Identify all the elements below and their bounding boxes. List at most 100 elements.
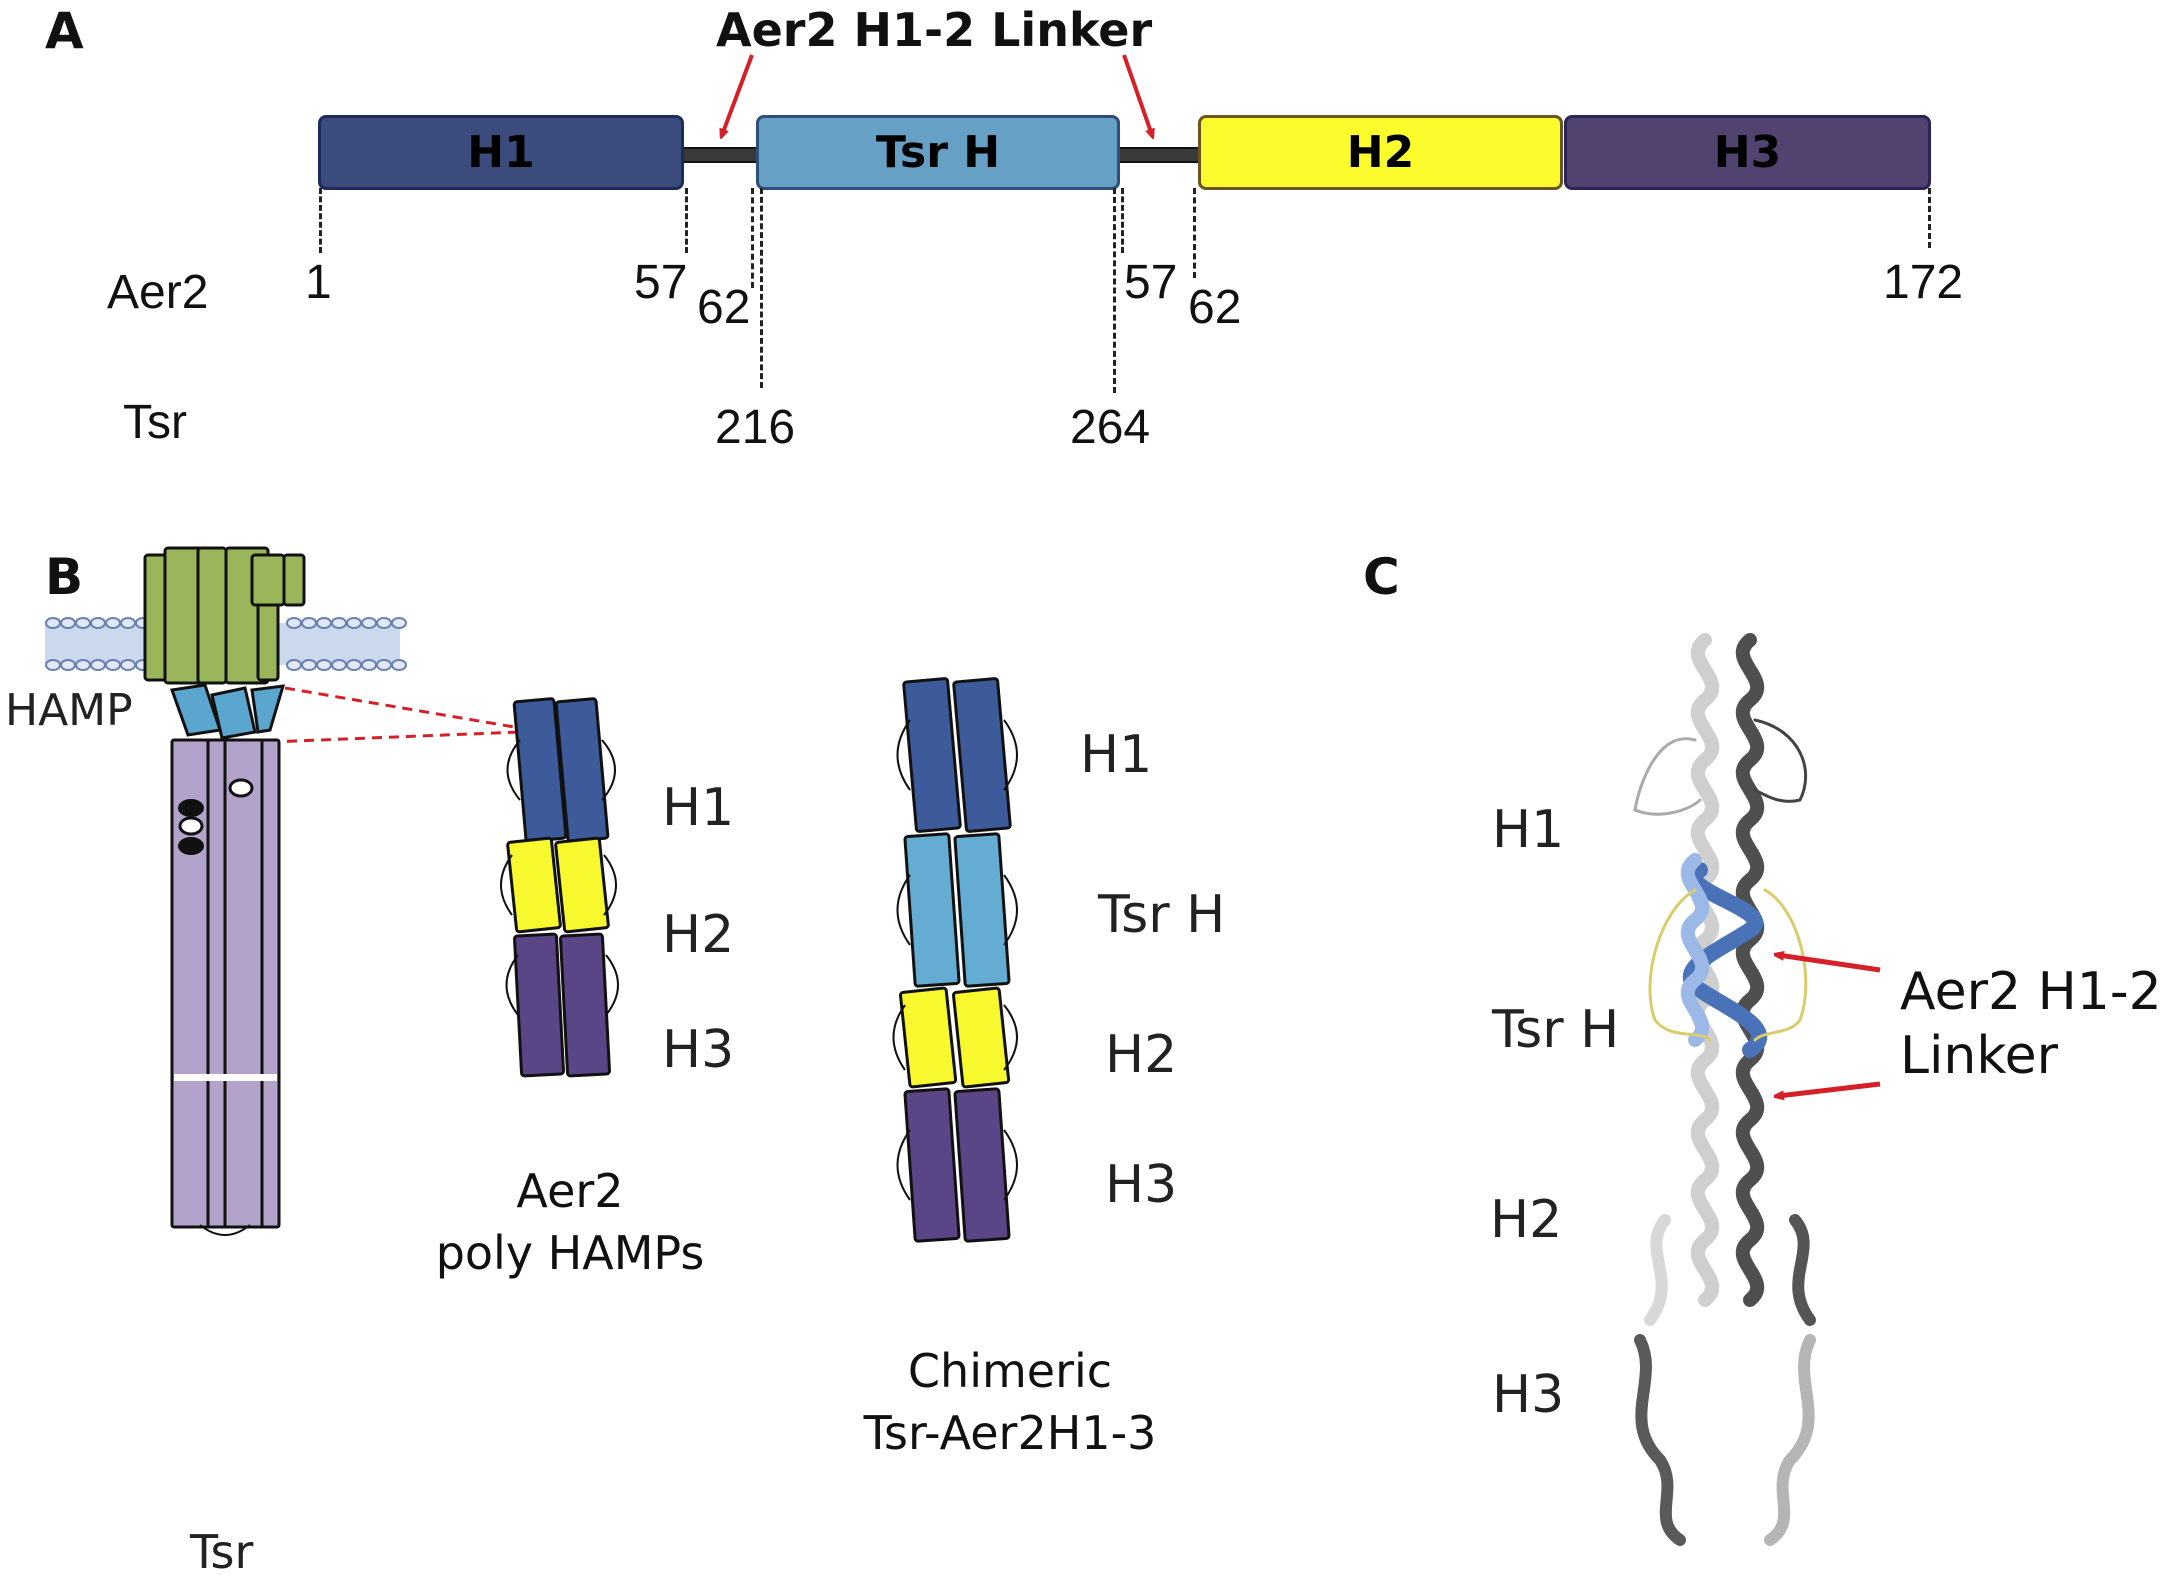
helix-dark bbox=[1735, 633, 1765, 1307]
domain-tsr-h: Tsr H bbox=[756, 115, 1120, 190]
lipid-head bbox=[60, 659, 76, 671]
aer2-position: 57 bbox=[1124, 256, 1178, 309]
tip-loop bbox=[199, 1224, 251, 1236]
methylation-site-filled bbox=[178, 799, 204, 817]
row-label-aer2: Aer2 bbox=[107, 266, 209, 319]
aer2-h3-helices bbox=[513, 932, 611, 1078]
aer2-label-h1: H1 bbox=[662, 778, 735, 838]
lipid-head bbox=[105, 659, 121, 671]
guide-line bbox=[1928, 188, 1931, 248]
tsr-position: 264 bbox=[1070, 401, 1151, 454]
lipid-head bbox=[316, 617, 332, 629]
aer2-label-h3: H3 bbox=[662, 1020, 735, 1080]
linker-arrow-top bbox=[1778, 955, 1881, 973]
linker-segment-2 bbox=[1118, 147, 1200, 163]
domain-h3-label: H3 bbox=[1713, 127, 1782, 178]
tm-helices bbox=[143, 546, 306, 685]
chimera-label-h2: H2 bbox=[1105, 1025, 1178, 1085]
guide-line bbox=[1113, 188, 1116, 393]
domain-h1-label: H1 bbox=[467, 127, 535, 178]
guide-line bbox=[685, 188, 688, 253]
aer2-h2-helices bbox=[506, 836, 610, 934]
tsr-position: 216 bbox=[715, 401, 796, 454]
lipid-head bbox=[361, 659, 377, 671]
lipid-head bbox=[391, 659, 407, 671]
linker-arrow-bottom bbox=[1778, 1081, 1881, 1096]
lipid-head bbox=[105, 617, 121, 629]
lipid-head bbox=[120, 659, 136, 671]
domain-tsr-h-label: Tsr H bbox=[875, 127, 1001, 178]
guide-line bbox=[1193, 188, 1196, 278]
domain-h2-label: H2 bbox=[1346, 127, 1415, 178]
structure-linker-label: Aer2 H1-2 Linker bbox=[1900, 960, 2162, 1088]
aer2-position: 62 bbox=[1188, 281, 1242, 334]
tsr-h-region bbox=[1682, 862, 1768, 1058]
chimera-tsrh-helices bbox=[903, 832, 1011, 988]
aer2-position: 1 bbox=[305, 256, 332, 309]
lipid-head bbox=[45, 617, 61, 629]
guide-line bbox=[1121, 188, 1124, 253]
chimera-h2-helices bbox=[899, 986, 1011, 1089]
lipid-head bbox=[301, 659, 317, 671]
linker-arrow-left bbox=[722, 54, 754, 135]
lipid-head bbox=[60, 617, 76, 629]
zoom-line bbox=[284, 686, 521, 730]
lipid-head bbox=[45, 659, 61, 671]
linker-segment-1 bbox=[682, 147, 758, 163]
structure-label-h2: H2 bbox=[1490, 1190, 1563, 1250]
loop-yellow bbox=[1648, 888, 1712, 1042]
guide-line bbox=[751, 188, 754, 288]
lipid-head bbox=[286, 659, 302, 671]
loop-yellow bbox=[1753, 888, 1808, 1042]
chimera-h1-helices bbox=[902, 677, 1012, 833]
structure-linker-label-line2: Linker bbox=[1900, 1026, 2059, 1086]
methylation-site-filled bbox=[178, 837, 204, 855]
chimera-caption-line1: Chimeric bbox=[907, 1344, 1113, 1398]
linker-title: Aer2 H1-2 Linker bbox=[716, 3, 1153, 57]
structure-label-h3: H3 bbox=[1492, 1365, 1565, 1425]
aer2-position: 172 bbox=[1883, 256, 1964, 309]
lipid-head bbox=[331, 617, 347, 629]
domain-h2: H2 bbox=[1198, 115, 1563, 190]
lipid-head bbox=[346, 659, 362, 671]
helix-h2-side bbox=[1789, 1214, 1816, 1326]
lipid-head bbox=[90, 617, 106, 629]
lipid-head bbox=[301, 617, 317, 629]
domain-h3: H3 bbox=[1564, 115, 1931, 190]
lipid-head bbox=[361, 617, 377, 629]
zoom-line bbox=[269, 730, 521, 744]
aer2-caption: Aer2 poly HAMPs bbox=[410, 1160, 730, 1284]
guide-line bbox=[319, 188, 322, 253]
panel-a-letter: A bbox=[45, 2, 84, 60]
loop-h1 bbox=[1633, 737, 1702, 816]
lipid-head bbox=[75, 617, 91, 629]
chimera-caption: Chimeric Tsr-Aer2H1-3 bbox=[810, 1340, 1210, 1464]
helix-h2-side bbox=[1644, 1214, 1671, 1326]
tsr-label: Tsr bbox=[190, 1525, 254, 1579]
tsr-body-band bbox=[174, 1074, 277, 1081]
aer2-position: 57 bbox=[634, 256, 688, 309]
lipid-head bbox=[391, 617, 407, 629]
aer2-position: 62 bbox=[697, 281, 751, 334]
chimera-caption-line2: Tsr-Aer2H1-3 bbox=[863, 1406, 1157, 1460]
helix-h3-right bbox=[1764, 1334, 1816, 1546]
structure-ribbon-model bbox=[1633, 633, 1816, 1546]
lipid-head bbox=[90, 659, 106, 671]
linker-arrows bbox=[0, 54, 2183, 240]
chimera-h3-helices bbox=[903, 1087, 1011, 1243]
helix-h3-left bbox=[1634, 1334, 1686, 1546]
chimeric-hamp-cartoon bbox=[892, 677, 1018, 1243]
methylation-site-open bbox=[178, 816, 204, 836]
lipid-head bbox=[316, 659, 332, 671]
chimera-label-h3: H3 bbox=[1105, 1155, 1178, 1215]
aer2-label-h2: H2 bbox=[662, 905, 735, 965]
structure-linker-arrows bbox=[1600, 900, 1881, 1200]
lipid-head bbox=[346, 617, 362, 629]
guide-line bbox=[760, 188, 763, 388]
lipid-head bbox=[120, 617, 136, 629]
row-label-tsr: Tsr bbox=[123, 396, 187, 449]
lipid-head bbox=[376, 617, 392, 629]
domain-h1: H1 bbox=[318, 115, 684, 190]
structure-label-h1: H1 bbox=[1492, 800, 1565, 860]
hamp-domain bbox=[169, 683, 286, 740]
